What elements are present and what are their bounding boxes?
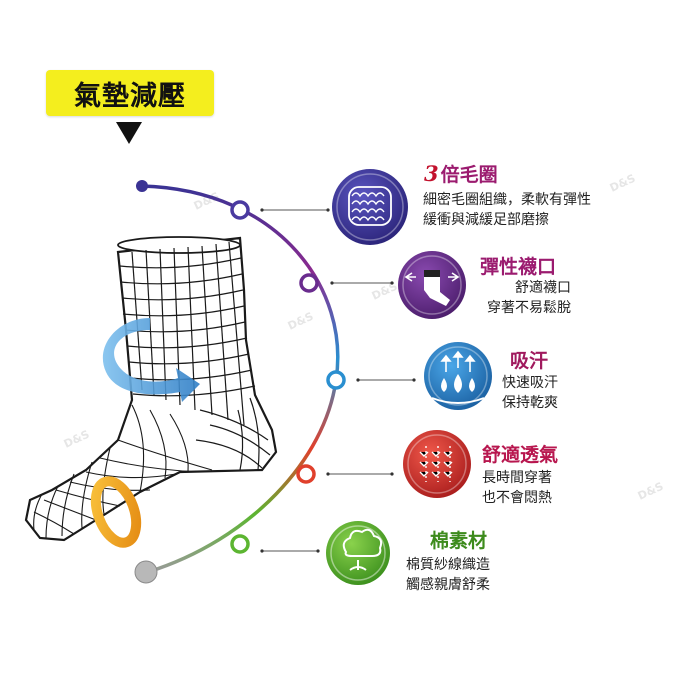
arc-node-5: [230, 534, 250, 554]
arc-node-3: [326, 370, 346, 390]
feature-2-line-2: 穿著不易鬆脫: [487, 300, 571, 316]
arc-node-2: [299, 273, 319, 293]
breathable-arrows-icon: [403, 430, 471, 498]
connector-dots: [260, 208, 416, 553]
sock-cuff-icon: [398, 251, 466, 319]
cushion-feature-tag: 氣墊減壓: [46, 70, 214, 116]
feature-3-title: 吸汗: [510, 350, 549, 372]
cotton-flower-icon: [326, 521, 390, 585]
feature-2-description: 舒適襪口 穿著不易鬆脫: [487, 278, 571, 318]
feature-5-description: 棉質紗線織造 觸感親膚舒柔: [406, 555, 490, 595]
feature-5-line-1: 棉質紗線織造: [406, 557, 490, 573]
terry-loop-icon: [332, 169, 408, 245]
feature-1-title-text: 倍毛圈: [440, 164, 498, 186]
arc-start-dot: [136, 180, 148, 192]
feature-4-line-2: 也不會悶熱: [482, 490, 552, 506]
feature-2-line-1: 舒適襪口: [515, 280, 571, 296]
feature-1-line-1: 細密毛圈組織，柔軟有彈性: [423, 192, 591, 208]
feature-1-title-number: 3: [424, 161, 439, 186]
feature-3-line-2: 保持乾爽: [502, 395, 558, 411]
arc-node-4: [296, 464, 316, 484]
arc-node-1: [230, 200, 250, 220]
arc-end-dot: [134, 560, 158, 584]
svg-text:D&S: D&S: [62, 428, 92, 451]
wrap-around-arrow-icon: [102, 318, 200, 402]
svg-text:D&S: D&S: [608, 172, 638, 195]
feature-5-line-2: 觸感親膚舒柔: [406, 577, 490, 593]
svg-text:D&S: D&S: [636, 480, 666, 503]
down-arrow-icon: [116, 122, 142, 144]
feature-4-title: 舒適透氣: [482, 444, 559, 466]
feature-3-line-1: 快速吸汗: [502, 375, 558, 391]
connector-lines: [262, 209, 414, 552]
toe-ring-icon: [90, 476, 142, 548]
svg-text:D&S: D&S: [286, 310, 316, 333]
feature-1-line-2: 緩衝與減緩足部磨擦: [423, 212, 549, 228]
feature-3-description: 快速吸汗 保持乾爽: [502, 373, 558, 413]
feature-5-title: 棉素材: [430, 530, 488, 552]
feature-4-description: 長時間穿著 也不會悶熱: [482, 468, 552, 508]
feature-1-description: 細密毛圈組織，柔軟有彈性 緩衝與減緩足部磨擦: [423, 190, 591, 230]
cushion-feature-label: 氣墊減壓: [74, 80, 186, 112]
feature-2-title: 彈性襪口: [480, 256, 557, 278]
feature-4-line-1: 長時間穿著: [482, 470, 552, 486]
sweat-drops-icon: [424, 342, 492, 410]
